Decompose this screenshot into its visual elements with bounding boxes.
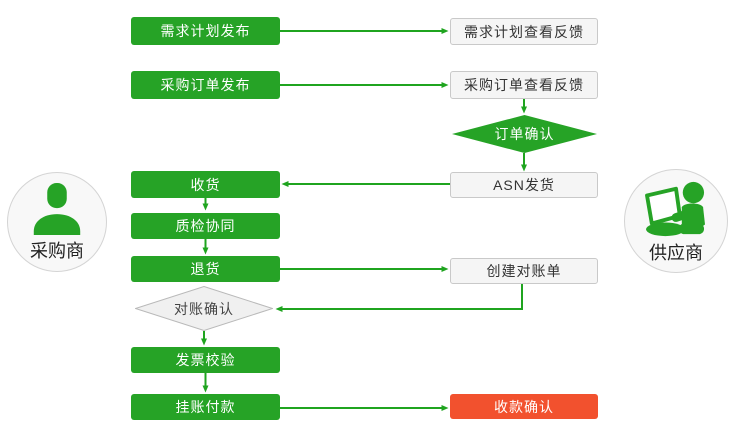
decision-label: 订单确认 (494, 126, 555, 142)
node-payment-confirm: 收款确认 (450, 394, 598, 419)
supplier-avatar: 供应商 (624, 169, 728, 273)
decision-statement-confirm: 对账确认 (135, 286, 273, 331)
decision-label: 对账确认 (174, 300, 234, 317)
diamond-shape (135, 286, 273, 331)
node-receive: 收货 (131, 171, 280, 198)
decision-order-confirm: 订单确认 (452, 115, 597, 153)
buyer-avatar: 采购商 (7, 172, 107, 272)
diamond-shape (452, 115, 597, 153)
node-demand-plan-feedback: 需求计划查看反馈 (450, 18, 598, 45)
node-quality-check: 质检协同 (131, 213, 280, 239)
person-laptop-icon (645, 181, 705, 237)
node-po-release: 采购订单发布 (131, 71, 280, 99)
node-invoice-verify: 发票校验 (131, 347, 280, 373)
node-demand-plan-release: 需求计划发布 (131, 17, 280, 45)
supplier-label: 供应商 (649, 243, 703, 263)
node-po-feedback: 采购订单查看反馈 (450, 71, 598, 99)
node-asn-ship: ASN发货 (450, 172, 598, 198)
node-book-payment: 挂账付款 (131, 394, 280, 420)
arrow-statement-to-confirm-elbow (275, 284, 523, 312)
person-icon (33, 183, 81, 235)
node-return-goods: 退货 (131, 256, 280, 282)
node-create-statement: 创建对账单 (450, 258, 598, 284)
buyer-label: 采购商 (30, 241, 84, 261)
